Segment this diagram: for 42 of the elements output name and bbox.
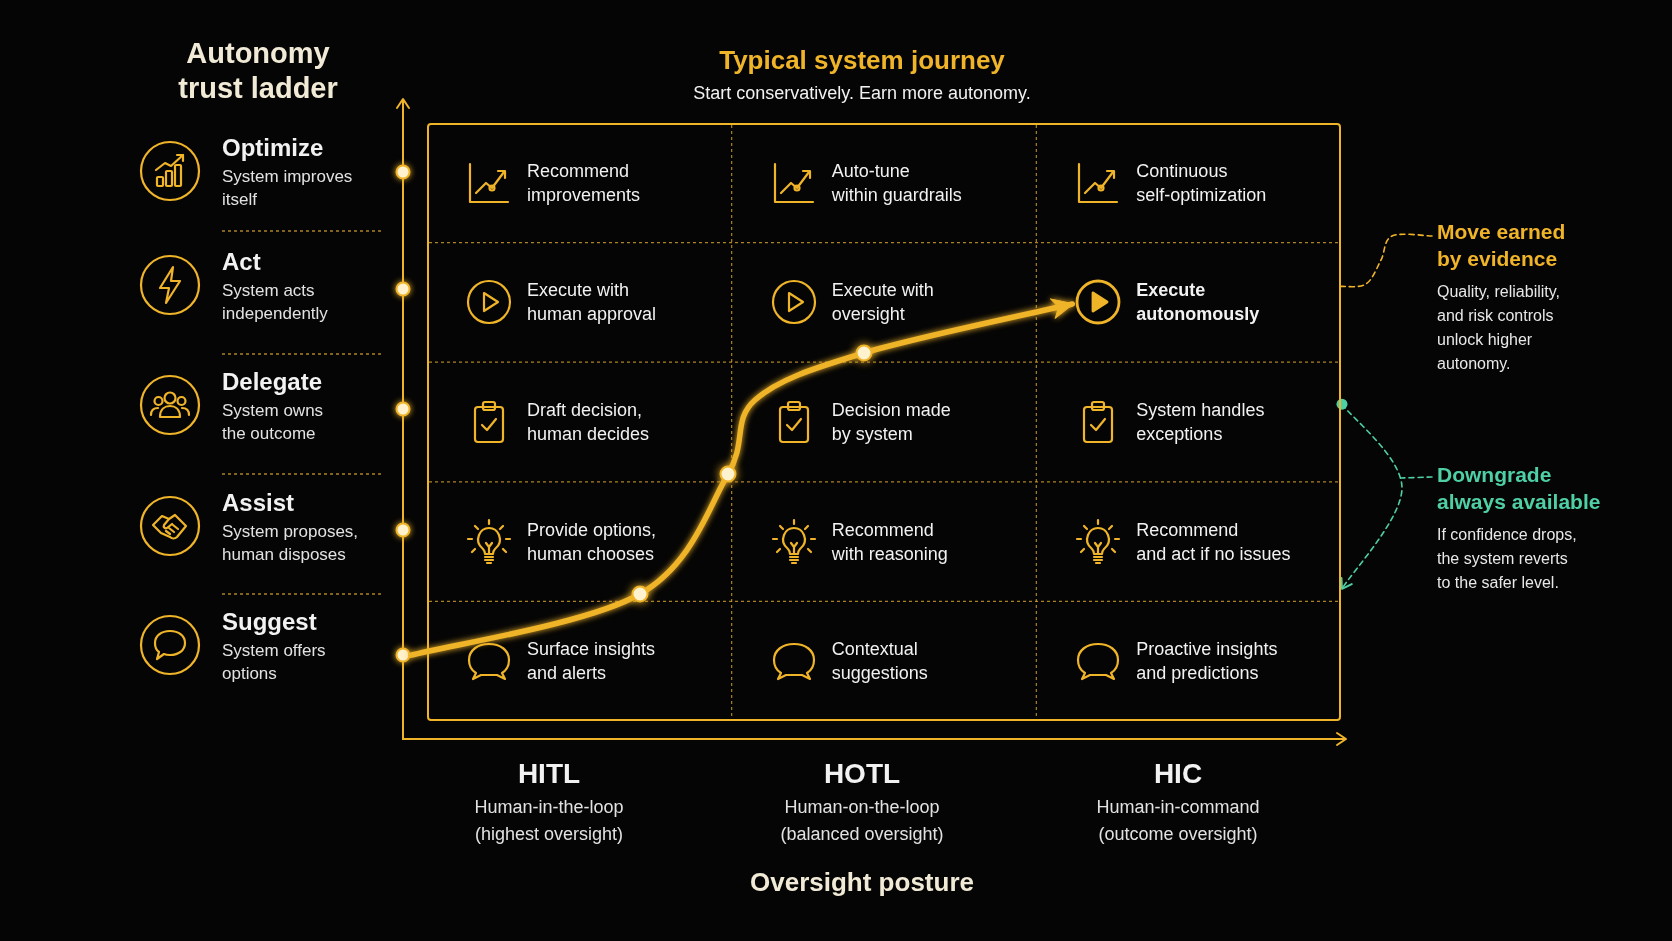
level-heading: Act: [222, 247, 261, 277]
cell-text: Recommend and act if no issues: [1136, 518, 1291, 566]
level-description: System improves itself: [222, 166, 353, 211]
level-description: System acts independently: [222, 280, 328, 325]
leader-line: [1340, 233, 1433, 288]
cell-text: Decision made by system: [831, 399, 951, 446]
cell-text: System handles exceptions: [1136, 399, 1265, 446]
callout-text: Quality, reliability, and risk controls unlock higher autonomy.: [1437, 282, 1560, 374]
chart-title: Typical system journey: [719, 44, 1005, 76]
curved-arrow: [408, 298, 1076, 658]
callout-heading: Move earned by evidence: [1437, 219, 1566, 272]
callout-heading: Downgrade always available: [1437, 462, 1601, 515]
level-heading: Optimize: [222, 133, 324, 163]
leader-line: [1400, 476, 1433, 479]
level-heading: Delegate: [222, 367, 323, 397]
cell-text: Auto-tune within guardrails: [831, 159, 962, 207]
level-heading: Suggest: [222, 607, 317, 637]
cell-text: Execute with oversight: [831, 279, 934, 327]
level-description: System offers options: [222, 640, 326, 685]
cell-text: Continuous self-optimization: [1136, 159, 1267, 207]
cell-text: Surface insights and alerts: [527, 638, 656, 686]
cell-text: Contextual suggestions: [831, 638, 928, 686]
cell-text: Execute with human approval: [527, 279, 657, 327]
column-description: Human-in-command (outcome oversight): [1096, 796, 1260, 846]
chart-subtitle: Start conservatively. Earn more autonomy.: [693, 82, 1031, 105]
cell-text: Draft decision, human decides: [527, 399, 650, 446]
level-description: System proposes, human disposes: [222, 521, 359, 566]
column-heading: HITL: [517, 757, 581, 791]
column-heading: HIC: [1153, 757, 1203, 791]
panel-heading: Autonomy trust ladder: [178, 36, 338, 106]
column-description: Human-in-the-loop (highest oversight): [474, 796, 624, 846]
column-heading: HOTL: [823, 757, 901, 791]
cell-text: Provide options, human chooses: [527, 518, 657, 566]
level-description: System owns the outcome: [222, 400, 324, 445]
column-description: Human-on-the-loop (balanced oversight): [780, 796, 944, 846]
cell-text: Proactive insights and predictions: [1136, 638, 1278, 686]
cell-text: Execute autonomously: [1136, 279, 1260, 327]
level-heading: Assist: [222, 488, 295, 518]
cell-text: Recommend improvements: [527, 159, 641, 207]
callout-text: If confidence drops, the system reverts to the safer level.: [1437, 525, 1577, 593]
axis-title: Oversight posture: [750, 866, 974, 898]
cell-text: Recommend with reasoning: [831, 518, 948, 566]
